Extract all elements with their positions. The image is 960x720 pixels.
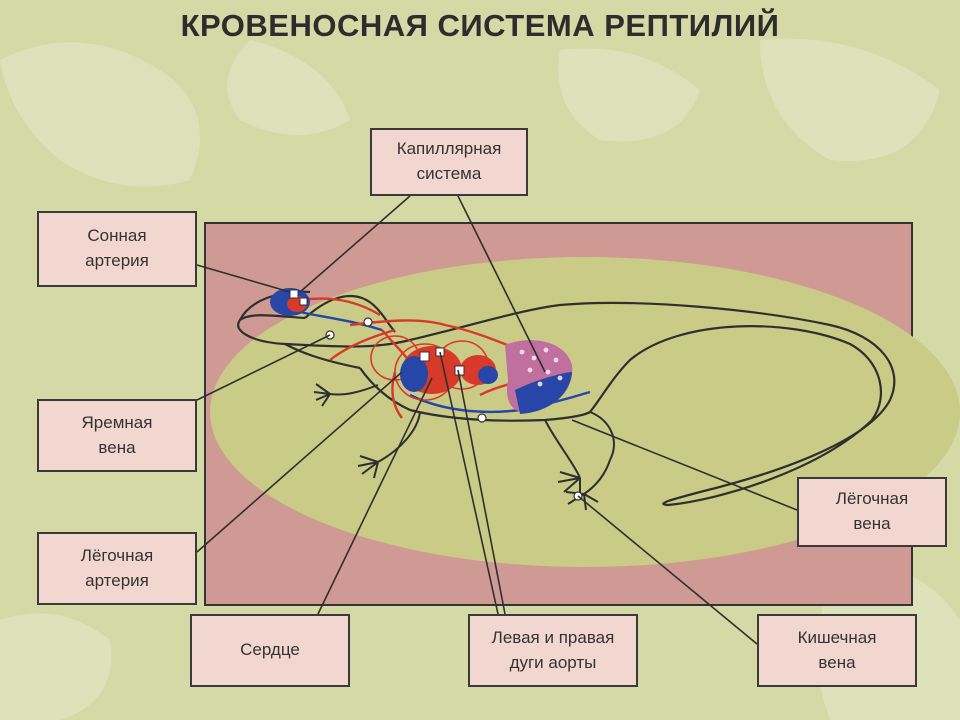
- label-pulmonary-artery: Лёгочная артерия: [37, 532, 197, 605]
- leader-pulmonary-artery: [196, 371, 403, 553]
- leader-carotid: [196, 264, 291, 293]
- lizard-limbs: [313, 383, 615, 511]
- diagram-title: КРОВЕНОСНАЯ СИСТЕМА РЕПТИЛИЙ: [180, 8, 780, 43]
- label-pulmonary-vein: Лёгочная вена: [797, 477, 947, 547]
- head-vessel-blob: [270, 288, 310, 316]
- leader-capillary-head: [299, 195, 411, 293]
- label-heart: Сердце: [190, 614, 350, 687]
- label-capillary-system: Капиллярная система: [370, 128, 528, 196]
- leader-pulmonary-vein: [571, 419, 798, 511]
- label-intestinal-vein: Кишечная вена: [757, 614, 917, 687]
- lizard-outline: [237, 290, 896, 507]
- lungs-shape: [505, 340, 573, 414]
- label-jugular-vein: Яремная вена: [37, 399, 197, 472]
- leader-aorta-left: [439, 351, 499, 615]
- label-carotid-artery: Сонная артерия: [37, 211, 197, 287]
- label-aortic-arches: Левая и правая дуги аорты: [468, 614, 638, 687]
- body-field: [210, 257, 960, 567]
- leader-intestinal-vein: [577, 495, 758, 645]
- leader-heart: [317, 377, 433, 615]
- leader-lines: [196, 195, 798, 645]
- leader-aorta-right: [457, 369, 506, 615]
- leader-jugular: [196, 334, 331, 401]
- leader-capillary-lung: [457, 195, 546, 373]
